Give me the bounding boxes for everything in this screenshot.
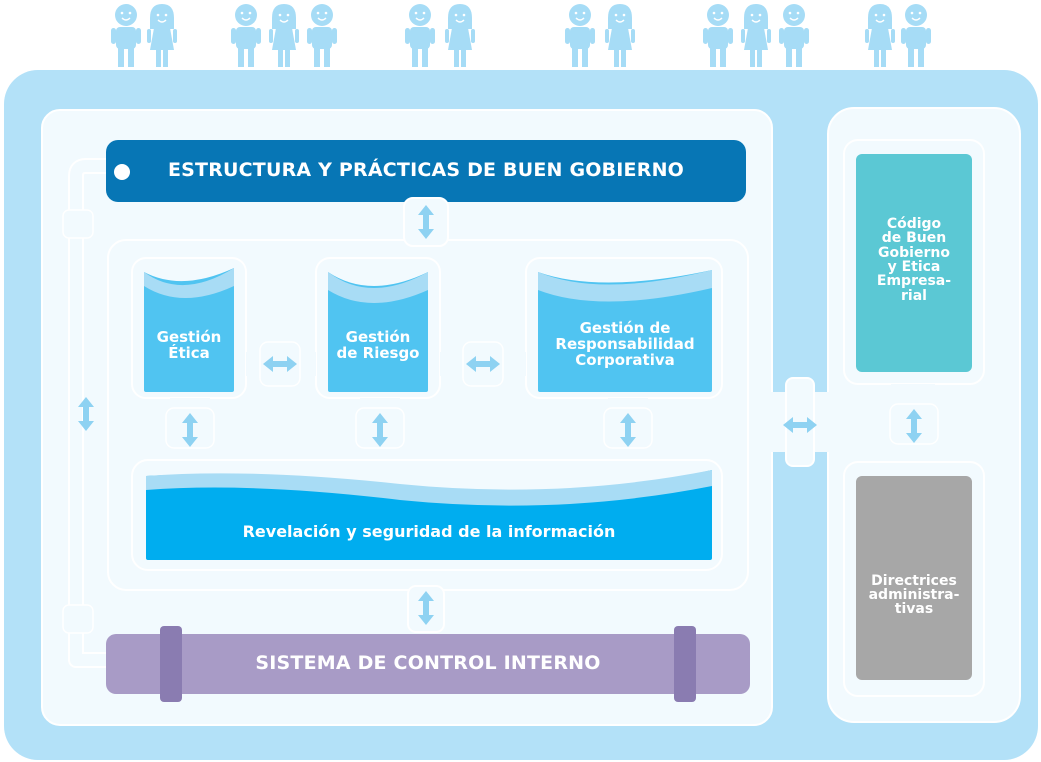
side-codigo-label: Código de Buen Gobierno y Etica Empresa-… <box>876 216 952 304</box>
top-banner-label: ESTRUCTURA Y PRÁCTICAS DE BUEN GOBIERNO <box>167 159 685 182</box>
bottom-banner <box>106 634 750 694</box>
box-gestion-riesgo-label: Gestión de Riesgo <box>336 328 420 362</box>
side-directrices-label: Directrices administra- tivas <box>868 572 960 618</box>
box-gestion-etica-label: Gestión Ética <box>156 328 222 362</box>
bottom-banner-label: SISTEMA DE CONTROL INTERNO <box>255 652 601 675</box>
box-revelacion-label: Revelación y seguridad de la información <box>242 521 616 541</box>
top-banner <box>106 140 746 202</box>
box-responsabilidad-label: Gestión de Responsabilidad Corporativa <box>555 319 695 369</box>
